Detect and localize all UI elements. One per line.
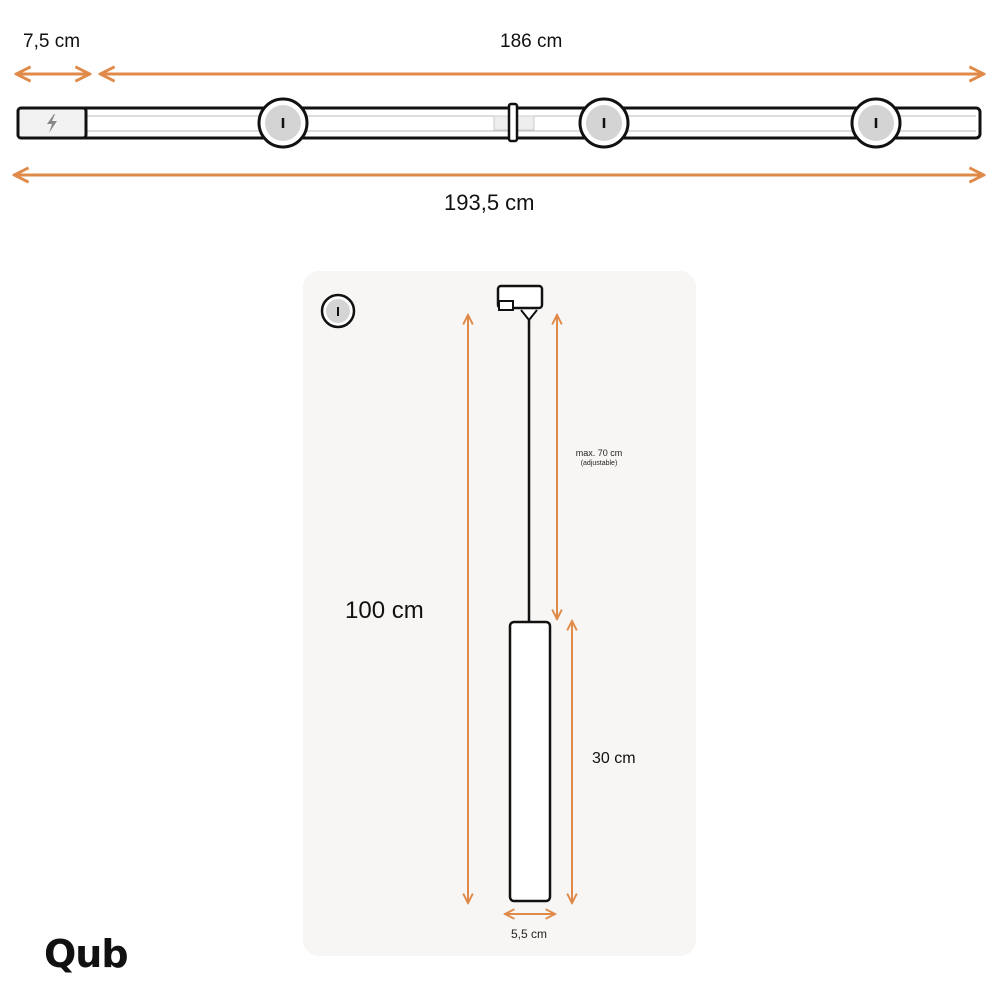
diameter-label: 5,5 cm: [510, 927, 547, 941]
rail-connector: [507, 102, 519, 143]
feed-length-label: 7,5 cm: [23, 31, 81, 52]
body-height-label: 30 cm: [592, 750, 636, 767]
track-spot-2: [578, 97, 630, 149]
lightning-bolt-icon: [47, 114, 57, 133]
rail-length-label: 186 cm: [500, 31, 563, 52]
cable-note-label: (adjustable): [580, 460, 618, 467]
track-spot-3: [850, 97, 902, 149]
track-rail: [16, 106, 982, 140]
pendant-body: [508, 620, 552, 903]
pendant-panel: [303, 271, 696, 956]
pendant-adapter: [496, 284, 544, 322]
track-spot-1: [257, 97, 309, 149]
total-length-label: 193,5 cm: [444, 190, 535, 215]
cable-length-label: max. 70 cm: [575, 448, 623, 458]
knob-icon: [320, 293, 356, 329]
brand-logo: Qub: [44, 932, 129, 976]
total-height-label: 100 cm: [345, 597, 424, 624]
